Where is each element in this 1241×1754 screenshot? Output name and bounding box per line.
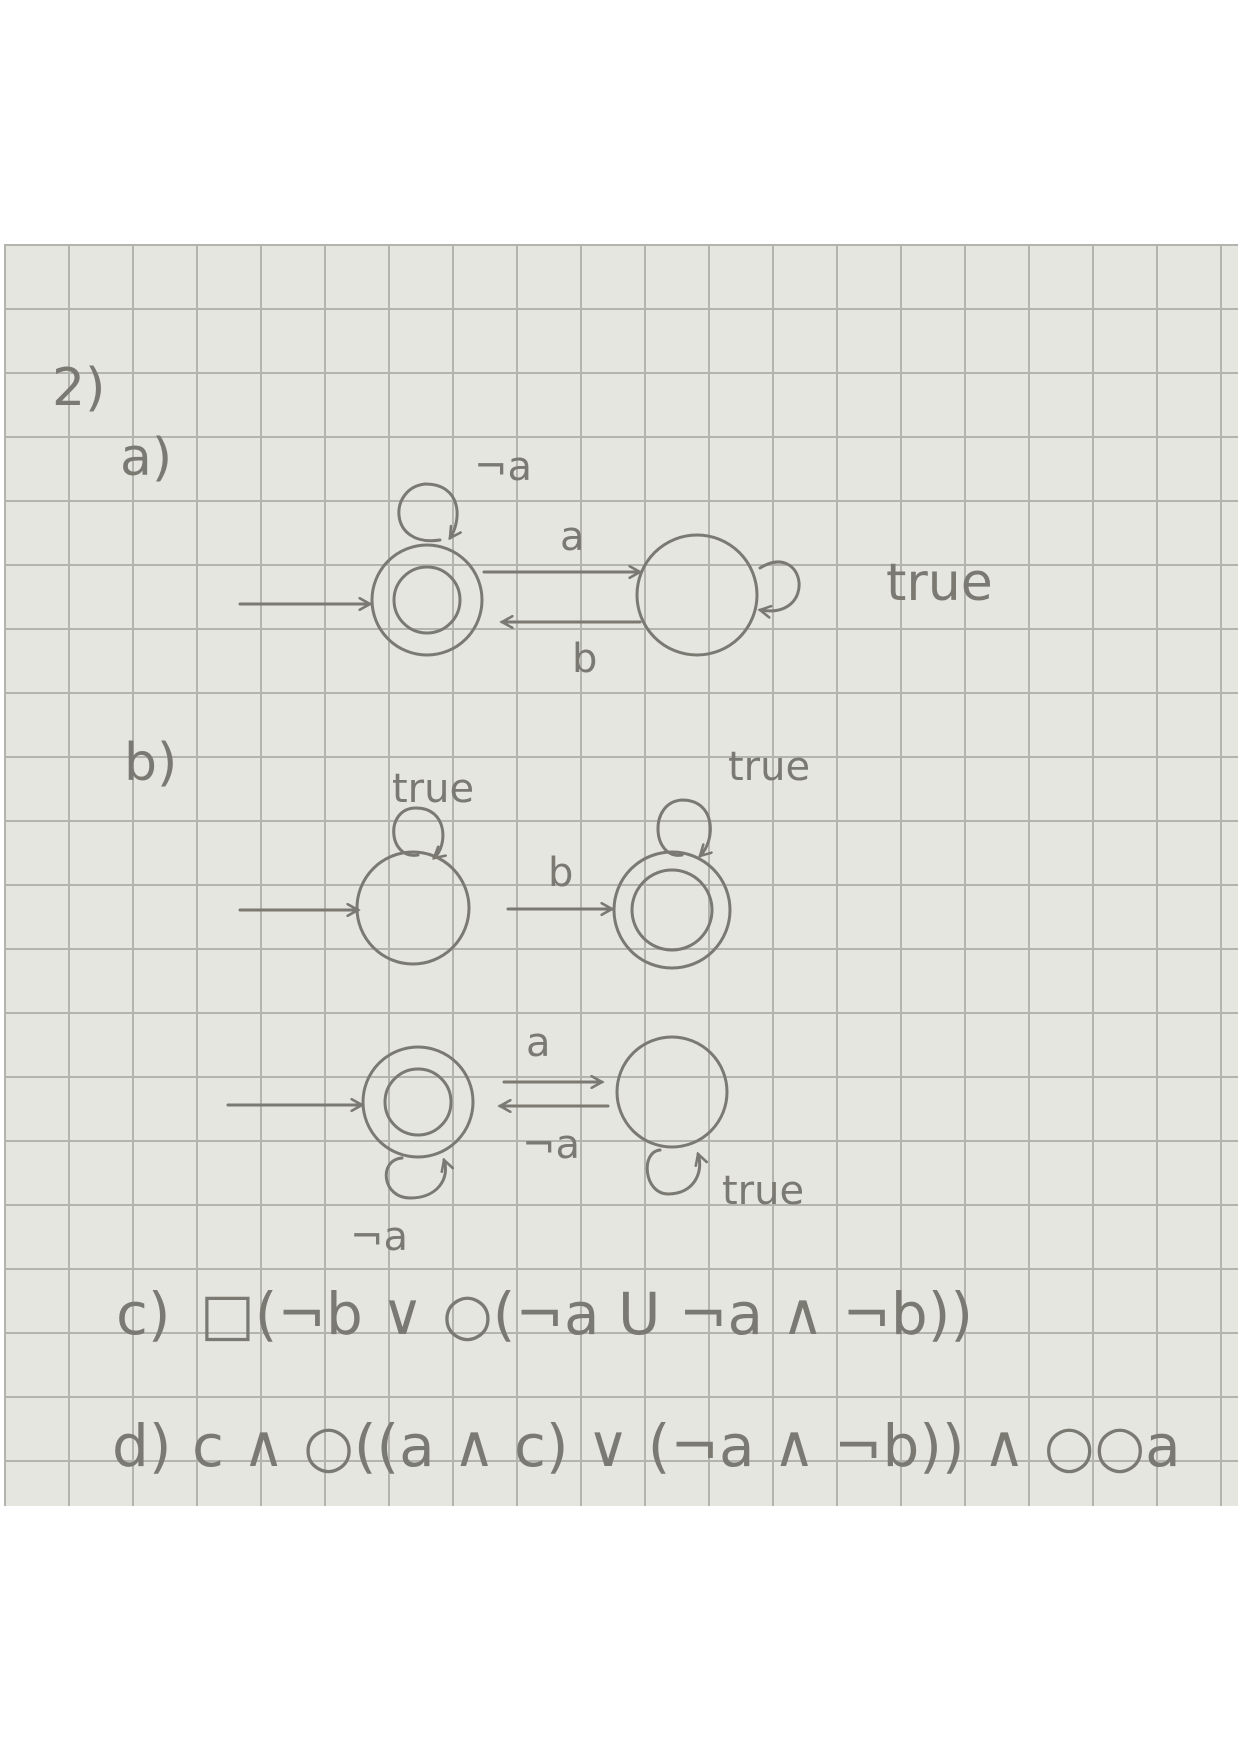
part-a-self-loop-start-label: ¬a bbox=[474, 444, 532, 490]
part-b-bottom-state-start-inner bbox=[383, 1067, 453, 1137]
part-b-label: b) bbox=[124, 733, 177, 793]
part-b-bottom-self-loop-start-label: ¬a bbox=[350, 1214, 408, 1260]
part-b-top-state-accept-inner bbox=[630, 868, 714, 952]
problem-number: 2) bbox=[52, 358, 105, 418]
part-d-formula: c ∧ ○((a ∧ c) ∨ (¬a ∧ ¬b)) ∧ ○○a bbox=[192, 1412, 1181, 1480]
part-b-top-self-loop-start bbox=[392, 806, 443, 858]
part-a-automaton: a) ¬a a b true bbox=[120, 428, 993, 682]
part-b-bottom-self-loop-end bbox=[645, 1148, 699, 1196]
part-b-bottom-state-end bbox=[615, 1035, 729, 1149]
part-c: c) □(¬b ∨ ○(¬a U ¬a ∧ ¬b)) bbox=[116, 1280, 973, 1348]
part-a-state-start-inner bbox=[392, 565, 462, 635]
part-a-edge-forward-label: a bbox=[560, 514, 585, 560]
graph-paper bbox=[4, 244, 1238, 1506]
part-a-edge-back-label: b bbox=[572, 636, 597, 682]
part-a-self-loop-end-label: true bbox=[886, 553, 993, 613]
part-b-top-state-accept-outer bbox=[612, 850, 732, 970]
part-b-top-self-loop-start-label: true bbox=[392, 766, 474, 812]
part-b-bottom-self-loop-end-label: true bbox=[722, 1168, 804, 1214]
part-b-bottom-edge-back-label: ¬a bbox=[522, 1122, 580, 1168]
part-a-state-start-outer bbox=[370, 543, 484, 657]
part-b-top-edge-label: b bbox=[548, 850, 573, 896]
part-b-bottom-self-loop-start bbox=[384, 1156, 445, 1200]
part-d-label: d) bbox=[112, 1412, 171, 1480]
part-c-formula: □(¬b ∨ ○(¬a U ¬a ∧ ¬b)) bbox=[200, 1280, 973, 1348]
part-d: d) c ∧ ○((a ∧ c) ∨ (¬a ∧ ¬b)) ∧ ○○a bbox=[112, 1412, 1181, 1480]
part-a-state-end bbox=[635, 533, 759, 657]
part-b-bottom-state-start-outer bbox=[361, 1045, 475, 1159]
part-b-top-self-loop-end-label: true bbox=[728, 744, 810, 790]
part-a-label: a) bbox=[120, 428, 172, 488]
part-b-top-self-loop-end bbox=[656, 798, 710, 856]
part-b-top-state-start bbox=[355, 850, 471, 966]
part-a-self-loop-end bbox=[760, 560, 801, 611]
part-a-self-loop-start bbox=[397, 482, 457, 543]
part-b-bottom-edge-forward-label: a bbox=[526, 1020, 551, 1066]
part-c-label: c) bbox=[116, 1280, 171, 1348]
part-b-automata: b) true b true ¬a a ¬a true bbox=[124, 733, 810, 1260]
